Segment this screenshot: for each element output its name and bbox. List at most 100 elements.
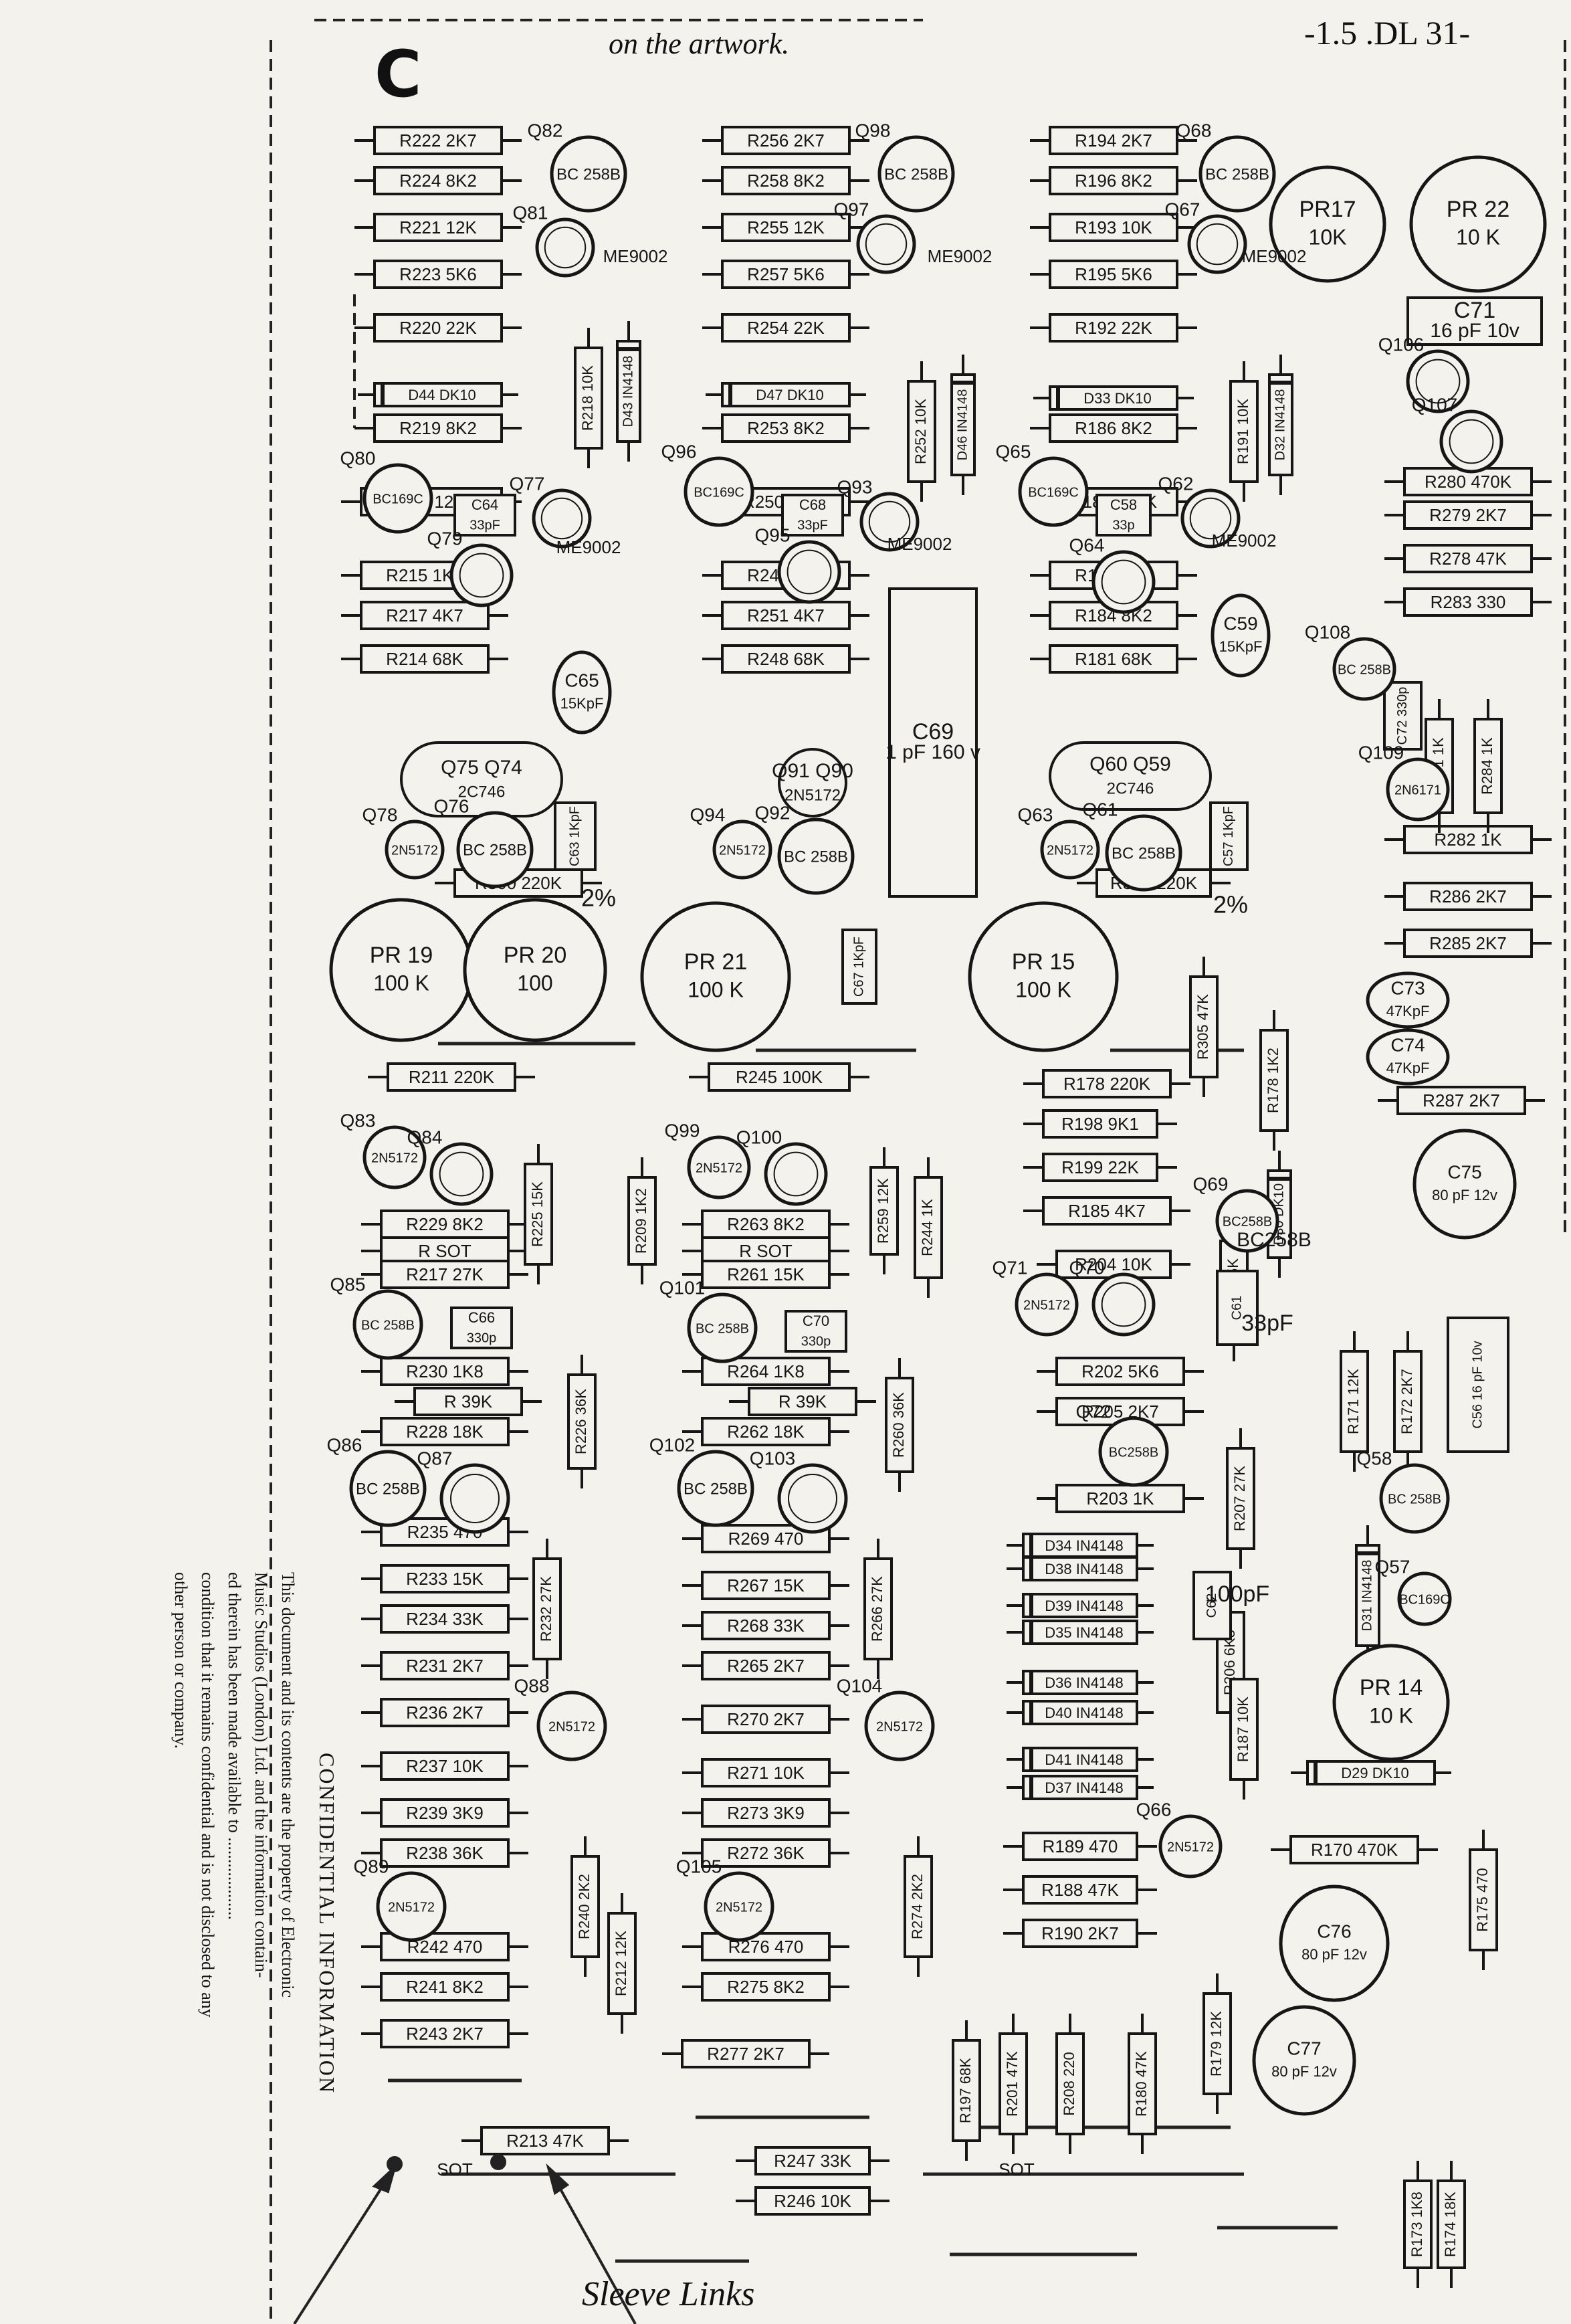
dual-transistor-label: Q91 Q90 [772,760,853,782]
transistor: Q62 [1158,473,1241,549]
resistor-label: R185 4K7 [1068,1201,1146,1221]
resistor-label: R252 10K [912,399,929,464]
transistor-type: BC 258B [884,165,948,183]
transistor-type: BC 258B [1112,844,1176,862]
resistor: R278 47K [1384,544,1552,573]
bus-lines [388,1042,1338,2263]
diode: D29 DK10 [1291,1760,1451,1785]
diode: D36 IN4148 [1007,1670,1154,1695]
resistor: R170 470K [1271,1835,1438,1864]
resistor: R203 1K [1037,1484,1204,1513]
transistor-label: Q89 [354,1856,389,1876]
transistor: Q107 [1412,394,1503,474]
capacitor-value: 330p [467,1331,497,1345]
transistor-type: 2N5172 [719,843,766,858]
resistor: R217 4K7 [341,601,508,630]
resistor-label: R259 12K [875,1178,892,1244]
capacitor-label: C67 1KpF [851,937,866,997]
transistor-label: Q87 [417,1448,453,1468]
resistor: R248 68K [702,644,869,674]
resistor: R251 4K7 [702,601,869,630]
resistor-label: R198 9K1 [1061,1114,1139,1134]
capacitor-value: 33pF [469,518,500,532]
resistor-label: R274 2K2 [909,1874,926,1939]
resistor: R239 3K9 [361,1798,528,1828]
capacitor-label: C77 [1287,2038,1321,2058]
transistor-type: BC258B [1223,1214,1273,1229]
resistor: R 39K [395,1387,542,1416]
annotation: ME9002 [1212,530,1277,551]
resistor-vertical: R187 10K [1229,1659,1259,1800]
capacitor-label: C64 [472,496,498,513]
resistor: R253 8K2 [702,413,869,443]
transistor-label: Q78 [362,804,398,825]
resistor-label: R211 220K [409,1067,495,1087]
transistor-type: 2N5172 [1047,843,1093,858]
resistor-label: R287 2K7 [1423,1090,1500,1110]
transistor-label: Q66 [1136,1799,1172,1820]
section-letter: C [375,37,422,112]
resistor: R271 10K [682,1758,849,1787]
transistor-label: Q98 [855,120,891,140]
resistor: R222 2K7 [354,126,522,155]
border-lines [270,19,1566,2324]
resistor-label: R181 68K [1075,649,1152,669]
capacitor-label: C68 [799,496,826,513]
transistor-type: 2N5172 [391,843,438,858]
resistor: R196 8K2 [1030,166,1197,195]
resistor-label: R214 68K [386,649,463,669]
resistor-label: R282 1K [1434,830,1502,850]
transistor-label: Q102 [649,1434,696,1455]
transistor: Q64 [1069,535,1156,614]
resistor-label: R255 12K [747,217,825,237]
transistor-type: BC169C [1399,1592,1450,1607]
transistor-label: Q94 [690,804,726,825]
capacitor-label: C59 [1223,613,1257,634]
resistor: R257 5K6 [702,260,869,289]
resistor-label: R192 22K [1075,318,1152,338]
resistor-label: R202 5K6 [1081,1361,1159,1381]
resistor: R192 22K [1030,313,1197,343]
resistor: R211 220K [368,1062,535,1092]
resistor-label: R174 18K [1442,2192,1459,2257]
transistor-type: BC 258B [1338,662,1391,677]
resistor-vertical: R197 68K [952,2020,981,2161]
diode-label: D37 IN4148 [1045,1779,1123,1796]
resistor: R188 47K [1003,1875,1157,1905]
resistor: R185 4K7 [1023,1196,1190,1226]
pot-value: 100 K [1015,977,1071,1001]
resistor-label: R238 36K [406,1843,484,1863]
resistor-vertical: R212 12K [607,1893,637,2034]
diode-label: D31 IN4148 [1360,1560,1374,1632]
resistor-label: R203 1K [1086,1488,1154,1509]
resistor: R279 2K7 [1384,500,1552,530]
resistor-label: R178 220K [1063,1074,1151,1094]
transistor-label: Q68 [1176,120,1212,140]
resistor-label: R265 2K7 [727,1656,805,1676]
diode: D35 IN4148 [1007,1620,1154,1645]
transistor-type: 2N5172 [716,1900,762,1915]
pot-value: 10K [1309,225,1347,249]
resistor-label: R197 68K [957,2058,974,2123]
transistor-label: Q85 [330,1274,366,1294]
pot-value: 100 K [688,977,744,1001]
resistor: R276 470 [682,1932,849,1961]
capacitor-label: C74 [1390,1034,1425,1055]
transistor-label: Q58 [1357,1448,1392,1468]
resistor-label: R207 27K [1231,1466,1248,1531]
confidential-line-4: condition that it remains confidential a… [198,1572,217,2018]
resistor-label: R264 1K8 [727,1361,805,1381]
resistor-label: R268 33K [727,1616,805,1636]
resistor: R267 15K [682,1571,849,1600]
resistor: R238 36K [361,1838,528,1868]
capacitor: C63 1KpF [554,801,597,871]
